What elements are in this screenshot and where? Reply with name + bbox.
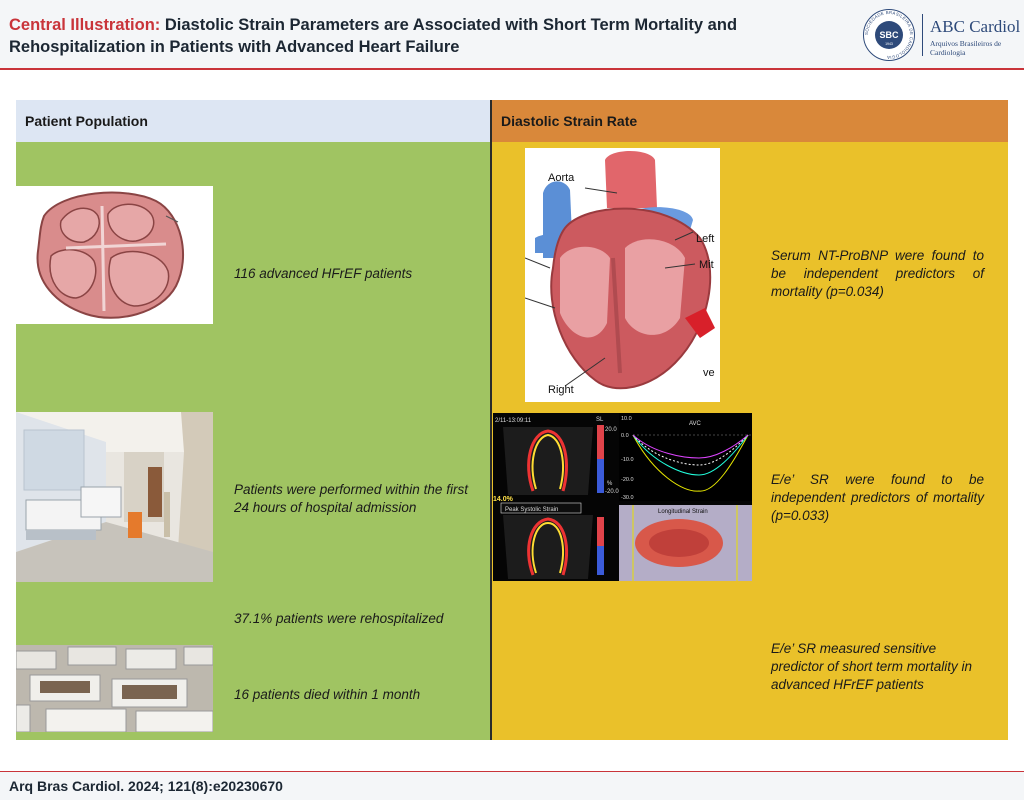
header-bar (0, 0, 1024, 70)
column-divider (490, 100, 492, 740)
label-right: Right (548, 384, 574, 396)
citation: Arq Bras Cardiol. 2024; 121(8):e20230670 (9, 778, 283, 794)
echo-sl: SL (596, 417, 604, 423)
echo-unit: % (607, 481, 613, 487)
label-ve: ve (703, 367, 715, 379)
sbc-seal-logo: SOCIEDADE BRASILEIRA DE CARDIOLOGIA SBC … (863, 9, 915, 61)
seal-text: SBC (879, 30, 899, 40)
echo-timestamp: 2/11-13:09:11 (495, 418, 532, 424)
heart-anatomy-image: Aorta Left Mit Right ve (525, 148, 720, 402)
label-left: Left (696, 233, 714, 245)
cemetery-image (16, 645, 213, 732)
finding-ee-sr-sensitive: E/e’ SR measured sensitive predictor of … (771, 641, 973, 692)
brand-subtitle: Arquivos Brasileiros de Cardiologia (930, 39, 1002, 57)
seal-year: 1943 (885, 42, 893, 46)
echo-strain-image: 2/11-13:09:11 SL 20.0 -20.0 % 14.0% Peak… (493, 413, 752, 581)
patient-population-heading: Patient Population (16, 100, 490, 142)
echo-pct: 14.0% (493, 496, 514, 503)
title-text: Diastolic Strain Parameters are Associat… (9, 16, 738, 56)
header-divider (0, 68, 1024, 70)
finding-mortality: 16 patients died within 1 month (234, 687, 421, 702)
footer-bar (0, 772, 1024, 800)
label-mit: Mit (699, 259, 714, 271)
page-title: Central Illustration: Diastolic Strain P… (9, 14, 809, 58)
diastolic-strain-rate-heading: Diastolic Strain Rate (492, 100, 1008, 142)
brand-name: ABC Cardiol (930, 17, 1021, 36)
footer-divider (0, 771, 1024, 772)
heart-cross-section-image (16, 186, 213, 324)
echo-peak-label: Peak Systolic Strain (505, 507, 558, 513)
echo-ytick-0: 10.0 (621, 416, 632, 422)
finding-patient-count: 116 advanced HFrEF patients (234, 266, 413, 281)
echo-scale-top: 20.0 (605, 427, 617, 433)
finding-timing: Patients were performed within the first… (234, 482, 468, 515)
echo-avc: AVC (689, 421, 702, 427)
finding-rehospitalized: 37.1% patients were rehospitalized (234, 611, 444, 626)
finding-ntprobnp: Serum NT-ProBNP were found to be indepen… (771, 248, 984, 299)
echo-ytick-2: -10.0 (621, 457, 634, 463)
echo-ytick-4: -30.0 (621, 495, 634, 501)
echo-longitudinal-label: Longitudinal Strain (658, 509, 708, 515)
title-prefix: Central Illustration: (9, 16, 161, 34)
echo-ytick-3: -20.0 (621, 477, 634, 483)
label-aorta: Aorta (548, 172, 575, 184)
hospital-room-image (16, 412, 213, 582)
finding-ee-sr: E/e’ SR were found to be independent pre… (771, 472, 984, 523)
echo-ytick-1: 0.0 (621, 433, 629, 439)
logo-divider (922, 14, 923, 56)
echo-scale-bottom: -20.0 (605, 489, 619, 495)
